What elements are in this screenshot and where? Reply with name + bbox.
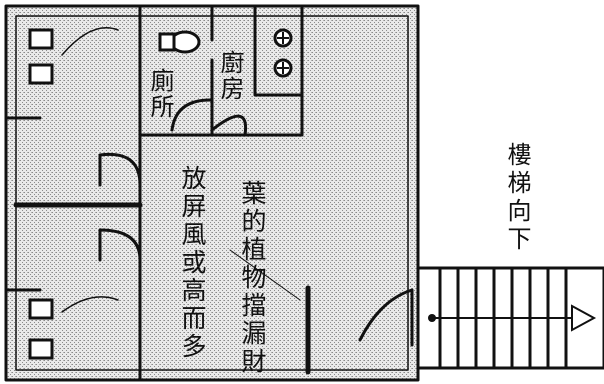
- outer-wall: [4, 4, 420, 382]
- toilet-label: 廁所: [146, 68, 174, 120]
- pillow-icon: [28, 63, 54, 85]
- pillow-icon: [28, 338, 54, 360]
- door-arc-entrance: [358, 288, 414, 347]
- door-arc-upper-left: [98, 152, 142, 187]
- toilet-kitchen-walls: [138, 6, 304, 382]
- stairs-down-label: 樓梯向下: [503, 142, 531, 254]
- door-arc-lower-left: [98, 228, 142, 262]
- placement-note-line-2: 葉的植物擋漏財: [238, 180, 267, 376]
- kitchen-label: 廚房: [216, 50, 244, 102]
- pillow-icon: [28, 28, 54, 50]
- pillow-icon: [28, 298, 54, 320]
- placement-note-line-1: 放屏風或高而多: [178, 165, 207, 361]
- door-arc-kitchen: [210, 114, 248, 137]
